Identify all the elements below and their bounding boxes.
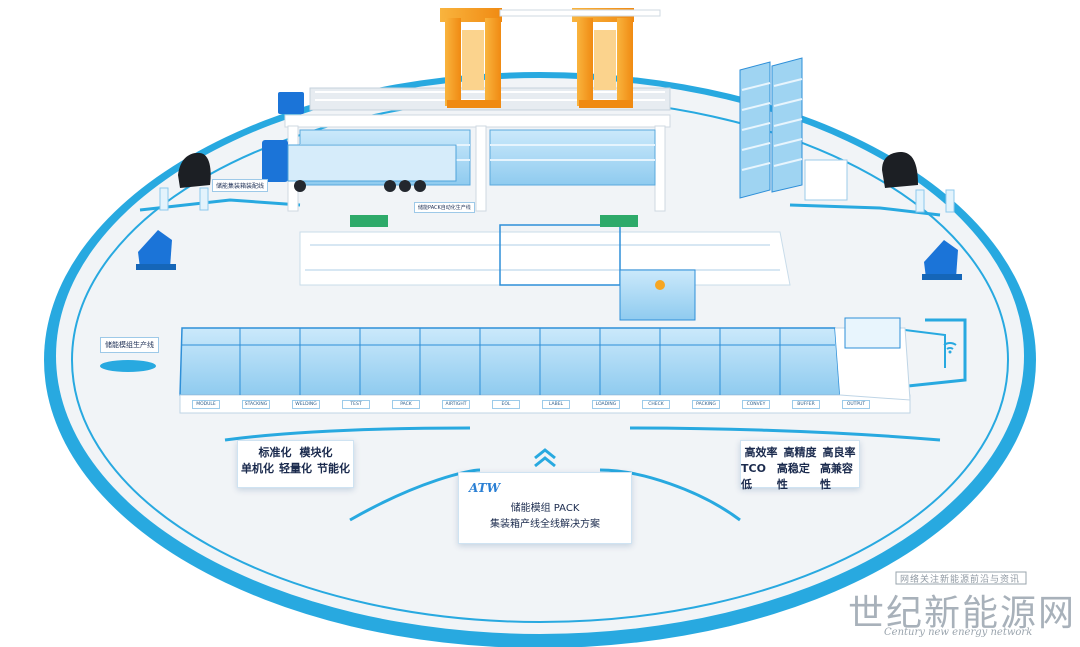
left-car-icon <box>159 152 211 211</box>
solution-line-1: 储能模组 PACK <box>510 503 580 514</box>
feature-standardization: 标准化 <box>258 446 292 459</box>
feature-row-2: 单机化 轻量化 节能化 <box>238 461 353 477</box>
feature-high-yield: 高良率 <box>822 446 856 459</box>
walkway-right-inner <box>904 329 946 368</box>
feature-energy-saving: 节能化 <box>317 462 350 475</box>
station-tag: WELDING <box>292 400 320 409</box>
station-tag: TEST <box>342 400 370 409</box>
storage-racks <box>739 57 848 201</box>
station-tag: AIRTIGHT <box>442 400 470 409</box>
feature-high-compatibility: 高兼容性 <box>819 462 853 491</box>
feature-lightweight: 轻量化 <box>279 462 312 475</box>
watermark-subtitle: 网络关注新能源前沿与资讯 <box>900 575 1021 585</box>
right-robot-arm-icon <box>922 240 962 280</box>
overhead-crane-left <box>440 8 502 108</box>
module-line-label: 储能模组生产线 <box>100 337 159 353</box>
solution-line-2: 集装箱产线全线解决方案 <box>490 519 600 530</box>
station-tag: MODULE <box>192 400 220 409</box>
station-tag: CONVEY <box>742 400 770 409</box>
atw-logo: ATW <box>469 481 501 495</box>
station-tag: PACKING <box>692 400 720 409</box>
walkway-right <box>869 318 967 392</box>
feature-row-1: 标准化 模块化 <box>238 445 353 461</box>
overhead-crane-right <box>572 8 634 108</box>
station-tag: PACK <box>392 400 420 409</box>
station-tag: LABEL <box>542 400 570 409</box>
feature-high-efficiency: 高效率 <box>744 446 778 459</box>
floor-bottom-curve <box>224 426 941 442</box>
feature-modularization: 模块化 <box>299 446 333 459</box>
feature-row-2: TCO低 高稳定性 高兼容性 <box>741 461 859 493</box>
watermark-english: Century new energy network <box>884 627 1033 638</box>
crane-rail <box>499 9 661 17</box>
container-line-label: 储能集装箱装配线 <box>212 179 269 192</box>
watermark-bar <box>895 571 1027 585</box>
solution-card: ATW 储能模组 PACK 集装箱产线全线解决方案 <box>458 472 632 544</box>
feature-standalone: 单机化 <box>241 462 274 475</box>
module-line-label-base <box>100 360 156 372</box>
left-robot-arm-icon <box>136 230 176 270</box>
station-tag: OUTPUT <box>842 400 870 409</box>
feature-low-tco: TCO低 <box>741 462 766 491</box>
feature-high-precision: 高精度 <box>783 446 817 459</box>
floor-boundary-right <box>789 203 941 217</box>
floor-boundary-left <box>139 198 301 212</box>
feature-row-1: 高效率 高精度 高良率 <box>741 445 859 461</box>
feature-panel-right: 高效率 高精度 高良率 TCO低 高稳定性 高兼容性 <box>740 440 860 491</box>
station-tag: LOADING <box>592 400 620 409</box>
floor-bottom-inner <box>349 468 741 522</box>
station-tag: STACKING <box>242 400 270 409</box>
station-tag: EOL <box>492 400 520 409</box>
station-tag: BUFFER <box>792 400 820 409</box>
module-production-line <box>179 317 911 414</box>
pack-production-line <box>299 215 791 321</box>
container-truck <box>262 92 457 192</box>
pack-line-label: 储能PACK自动化生产线 <box>414 202 475 213</box>
feature-panel-left: 标准化 模块化 单机化 轻量化 节能化 <box>237 440 354 488</box>
double-chevron-up-icon <box>534 448 556 468</box>
watermark-title: 世纪新能源网 <box>848 593 1077 634</box>
right-car-icon <box>882 152 955 213</box>
station-tag: CHECK <box>642 400 670 409</box>
wifi-icon <box>943 342 957 354</box>
feature-high-stability: 高稳定性 <box>776 462 810 491</box>
